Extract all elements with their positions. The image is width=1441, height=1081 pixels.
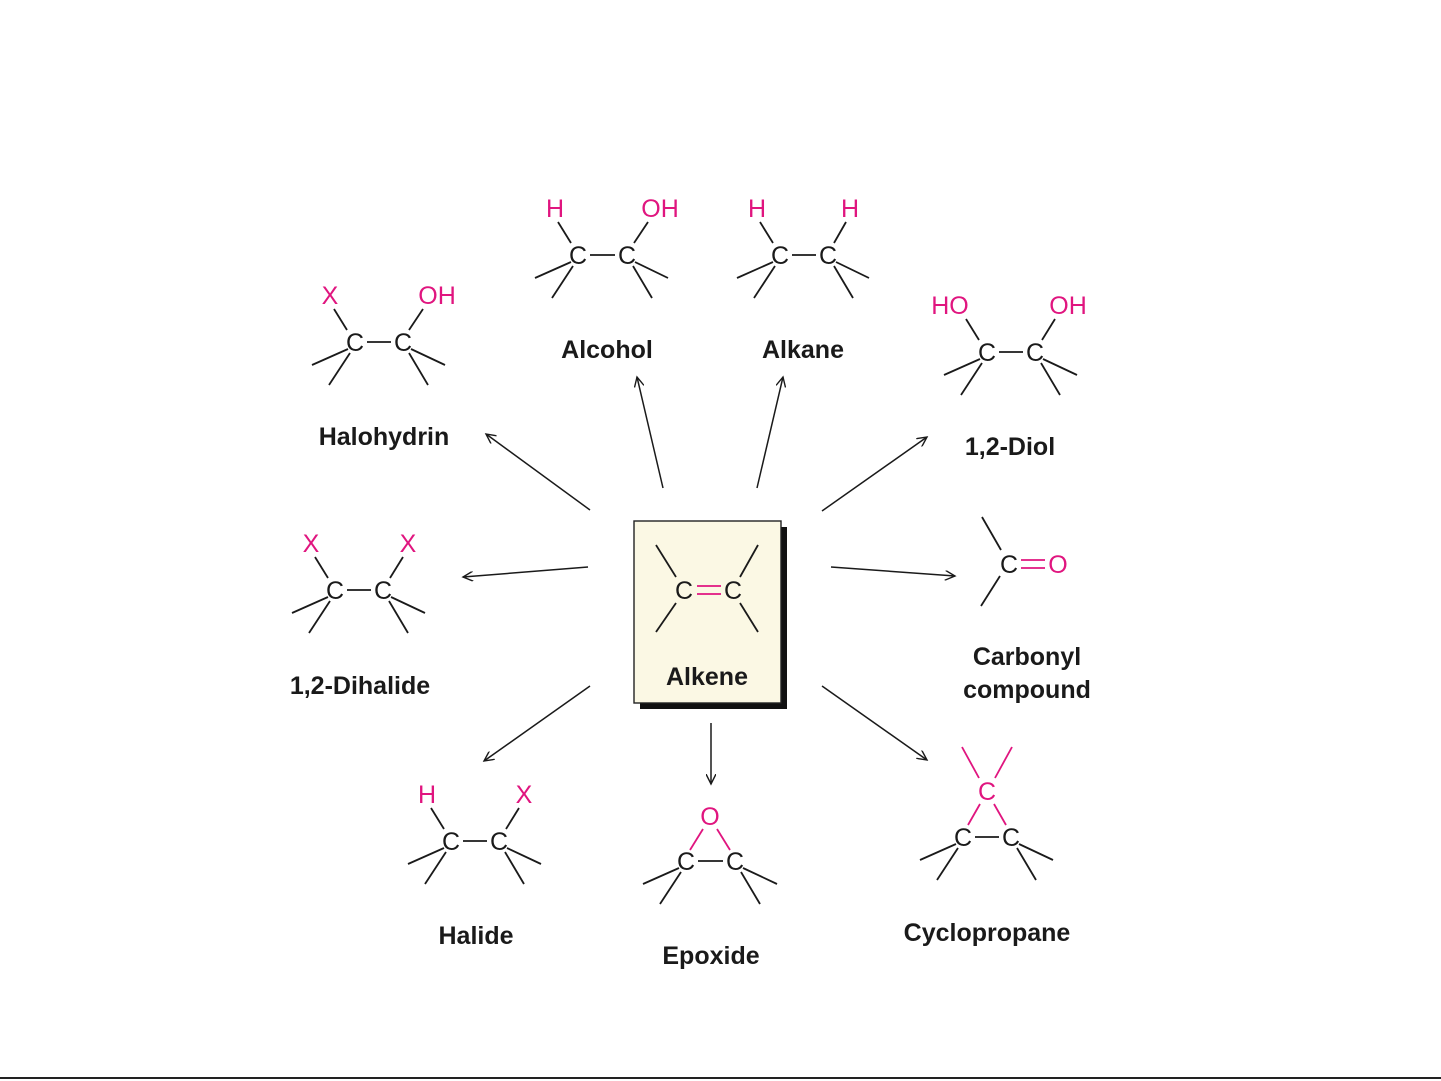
alcohol-sub-right: OH <box>641 195 679 223</box>
arrow-to-diol <box>822 437 927 511</box>
arrow-to-halohydrin <box>486 434 590 510</box>
svg-text:C: C <box>819 242 837 270</box>
svg-text:C: C <box>771 242 789 270</box>
epoxide-label: Epoxide <box>662 942 759 970</box>
svg-text:C: C <box>726 848 744 876</box>
dihalide-structure: X X C C 1,2-Dihalide <box>290 530 430 700</box>
svg-text:C: C <box>490 828 508 856</box>
alkane-sub-right: H <box>841 195 859 223</box>
svg-text:C: C <box>374 577 392 605</box>
svg-text:C: C <box>1026 339 1044 367</box>
halide-structure: H X C C Halide <box>408 781 541 950</box>
halohydrin-sub-left: X <box>322 282 339 310</box>
cyclopropane-structure: C C C Cyclopropane <box>904 747 1071 947</box>
svg-text:C: C <box>677 848 695 876</box>
alkane-structure: H H C C Alkane <box>737 195 869 364</box>
svg-text:C: C <box>618 242 636 270</box>
svg-text:C: C <box>978 339 996 367</box>
svg-text:C: C <box>1002 824 1020 852</box>
arrow-to-alcohol <box>637 377 663 488</box>
diol-structure: HO OH C C 1,2-Diol <box>931 292 1087 461</box>
alkene-carbon-right: C <box>724 577 742 605</box>
alkene-carbon-left: C <box>675 577 693 605</box>
diol-sub-right: OH <box>1049 292 1087 320</box>
diol-sub-left: HO <box>931 292 969 320</box>
alkane-sub-left: H <box>748 195 766 223</box>
carbonyl-oxygen: O <box>1048 551 1067 579</box>
epoxide-structure: O C C Epoxide <box>643 803 777 970</box>
bottom-rule <box>0 1077 1441 1079</box>
alcohol-structure: H OH C C Alcohol <box>535 195 679 364</box>
carbonyl-structure: C O Carbonyl compound <box>963 517 1091 704</box>
halohydrin-structure: X OH C C Halohydrin <box>312 282 456 451</box>
alcohol-label: Alcohol <box>561 336 653 364</box>
svg-text:C: C <box>1000 551 1018 579</box>
svg-text:C: C <box>569 242 587 270</box>
arrow-to-cyclopropane <box>822 686 927 760</box>
cyclopropane-label: Cyclopropane <box>904 919 1071 947</box>
arrow-to-carbonyl <box>831 567 955 576</box>
halohydrin-label: Halohydrin <box>319 423 450 451</box>
halide-sub-left: H <box>418 781 436 809</box>
arrow-to-dihalide <box>463 567 588 577</box>
alcohol-sub-left: H <box>546 195 564 223</box>
carbonyl-label-line1: Carbonyl <box>973 643 1081 671</box>
carbonyl-label-line2: compound <box>963 676 1091 704</box>
alkane-label: Alkane <box>762 336 844 364</box>
svg-text:C: C <box>346 329 364 357</box>
halide-sub-right: X <box>516 781 533 809</box>
svg-text:C: C <box>394 329 412 357</box>
arrow-to-halide <box>484 686 590 761</box>
dihalide-sub-left: X <box>303 530 320 558</box>
svg-text:C: C <box>326 577 344 605</box>
halide-label: Halide <box>438 922 513 950</box>
arrow-to-alkane <box>757 377 783 488</box>
alkene-label: Alkene <box>666 663 748 691</box>
alkene-center: C C Alkene <box>634 521 787 709</box>
cyclopropane-bridge-carbon: C <box>978 778 996 806</box>
halohydrin-sub-right: OH <box>418 282 456 310</box>
svg-text:C: C <box>954 824 972 852</box>
epoxide-oxygen: O <box>700 803 719 831</box>
dihalide-label: 1,2-Dihalide <box>290 672 430 700</box>
dihalide-sub-right: X <box>400 530 417 558</box>
svg-text:C: C <box>442 828 460 856</box>
diol-label: 1,2-Diol <box>965 433 1055 461</box>
